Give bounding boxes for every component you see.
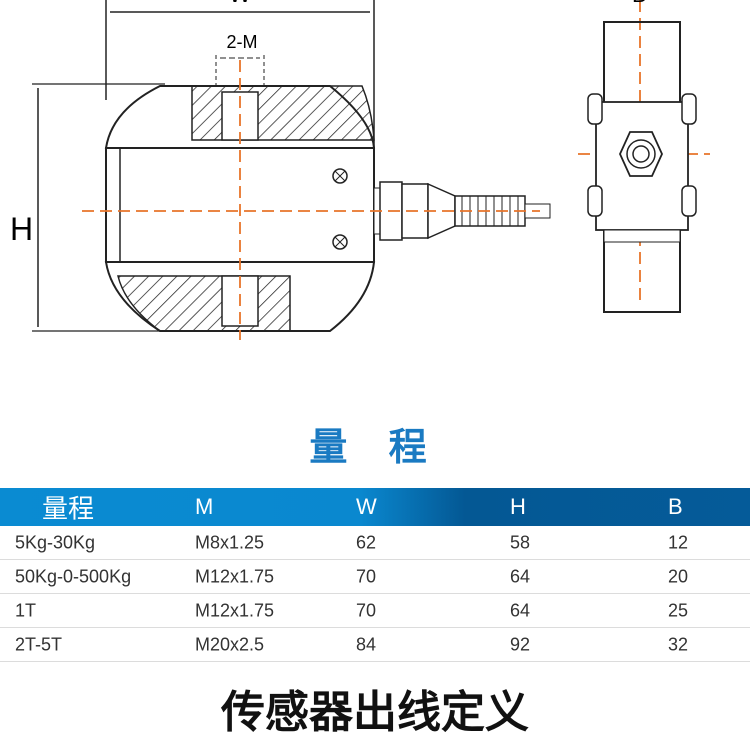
cell-h: 64 xyxy=(510,600,531,620)
cell-range: 2T-5T xyxy=(15,634,63,654)
cell-m: M12x1.75 xyxy=(195,600,275,620)
svg-text:H: H xyxy=(10,211,33,247)
cell-h: 64 xyxy=(510,566,531,586)
cell-m: M8x1.25 xyxy=(195,532,265,552)
spec-table: 量程 M W H B 5Kg-30Kg M8x1.25 62 58 12 50K… xyxy=(0,488,750,662)
wiring-definition-title: 传感器出线定义 xyxy=(221,687,529,738)
table-row: 50Kg-0-500Kg M12x1.75 70 64 20 xyxy=(0,560,750,594)
header-m: M xyxy=(195,494,214,519)
svg-text:W: W xyxy=(229,0,252,8)
table-header: 量程 M W H B xyxy=(0,488,750,526)
svg-text:2-M: 2-M xyxy=(227,32,258,52)
cell-range: 1T xyxy=(15,600,37,620)
header-h: H xyxy=(510,494,526,519)
table-row: 5Kg-30Kg M8x1.25 62 58 12 xyxy=(0,526,750,560)
cell-b: 20 xyxy=(668,566,689,586)
cell-w: 62 xyxy=(356,532,377,552)
table-row: 1T M12x1.75 70 64 25 xyxy=(0,594,750,628)
side-view: B xyxy=(587,0,697,313)
header-range: 量程 xyxy=(42,494,95,525)
cell-range: 5Kg-30Kg xyxy=(15,532,96,552)
cell-range: 50Kg-0-500Kg xyxy=(15,566,132,586)
thread-dimension: 2-M xyxy=(215,32,265,90)
cell-b: 12 xyxy=(668,532,689,552)
cell-m: M20x2.5 xyxy=(195,634,265,654)
cell-h: 58 xyxy=(510,532,531,552)
range-title: 量 程 xyxy=(309,425,441,469)
header-w: W xyxy=(356,494,377,519)
height-dimension: H xyxy=(10,83,165,332)
header-b: B xyxy=(668,494,683,519)
cell-w: 70 xyxy=(356,600,377,620)
cell-b: 25 xyxy=(668,600,689,620)
table-row: 2T-5T M20x2.5 84 92 32 xyxy=(0,628,750,662)
cell-w: 70 xyxy=(356,566,377,586)
cell-b: 32 xyxy=(668,634,689,654)
cell-m: M12x1.75 xyxy=(195,566,275,586)
svg-text:B: B xyxy=(632,0,647,7)
load-cell-drawing: W H 2-M xyxy=(10,0,710,340)
cell-h: 92 xyxy=(510,634,531,654)
cell-w: 84 xyxy=(356,634,377,654)
